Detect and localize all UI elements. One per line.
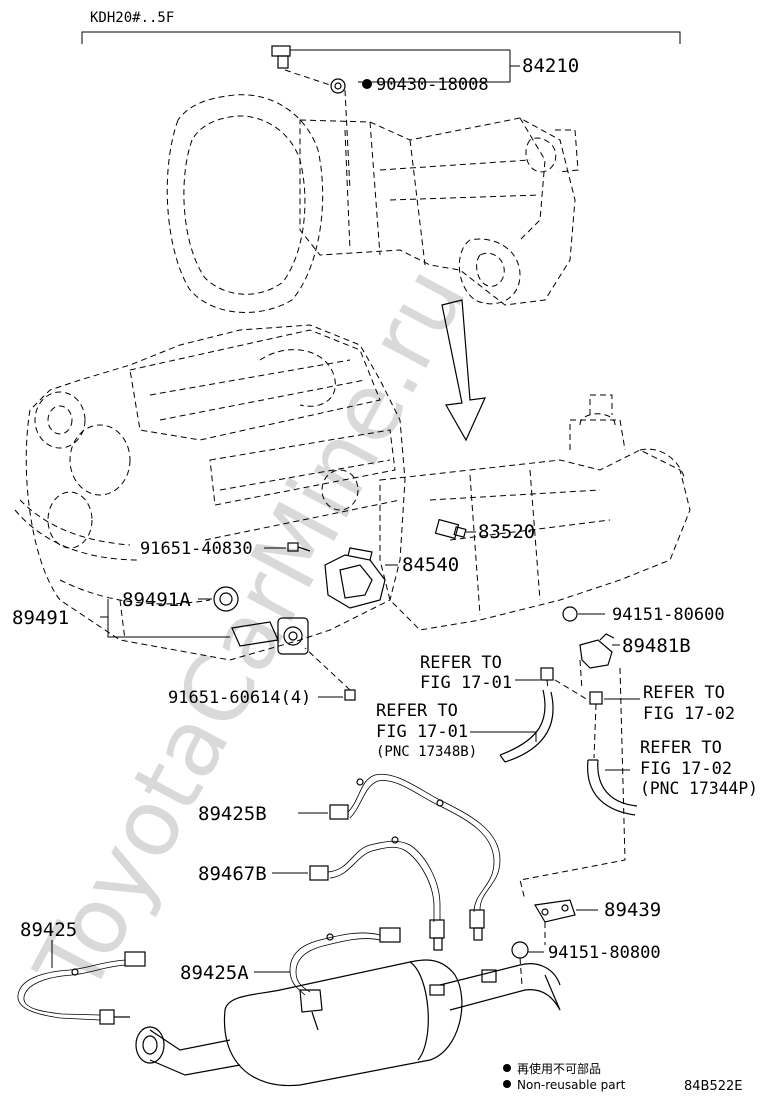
label-89481B: 89481B (622, 635, 691, 657)
part-83520 (434, 518, 467, 540)
watermark-text: ToyotaCarMine.ru (14, 250, 486, 1011)
part-89481B (579, 633, 615, 669)
label-94151-80600: 94151-80600 (612, 605, 725, 625)
part-89491A (213, 586, 239, 612)
label-89439: 89439 (604, 899, 661, 921)
legend: 再使用不可部品 Non-reusable part 84B522E (503, 1061, 743, 1094)
legend-dot-2 (503, 1080, 511, 1088)
ref2-line2: FIG 17-01 (376, 722, 468, 742)
leader-ref-2 (470, 731, 537, 742)
legend-line-2: Non-reusable part (517, 1078, 626, 1092)
hose-fittings (499, 659, 638, 816)
label-83520: 83520 (478, 521, 535, 543)
part-94151-80800 (511, 941, 529, 986)
ref4-line2: FIG 17-02 (640, 759, 732, 779)
label-89467B: 89467B (198, 863, 267, 885)
ref2-line3: (PNC 17348B) (376, 744, 477, 760)
ref1-line1: REFER TO (420, 653, 502, 673)
part-84540 (324, 547, 386, 609)
model-code: KDH20#..5F (90, 10, 174, 26)
legend-line-1: 再使用不可部品 (517, 1061, 601, 1076)
transmission-drawing (166, 45, 579, 313)
ref2-line1: REFER TO (376, 701, 458, 721)
label-89491A: 89491A (122, 589, 191, 611)
callout-labels: 84210 90430-18008 83520 91651-40830 8454… (12, 55, 725, 984)
label-89425: 89425 (20, 919, 77, 941)
rear-transmission-drawing (379, 394, 691, 631)
ref4-line1: REFER TO (640, 738, 722, 758)
label-84540: 84540 (402, 554, 459, 576)
part-89425 (17, 951, 146, 1025)
part-91651-60614 (304, 647, 356, 701)
leader-84210 (290, 49, 520, 83)
part-94151-80600 (562, 606, 578, 622)
label-94151-80800: 94151-80800 (548, 943, 661, 963)
engine-drawing (14, 324, 406, 661)
part-89491 (231, 617, 309, 655)
assembly-arrow (441, 299, 486, 442)
header-bracket (81, 31, 681, 44)
part-91651-40830 (287, 542, 311, 552)
ref1-line2: FIG 17-01 (420, 673, 512, 693)
ref3-line2: FIG 17-02 (643, 704, 735, 724)
part-89425B (329, 773, 501, 941)
part-89467B (309, 836, 445, 951)
guide-line (519, 667, 626, 901)
watermark: ToyotaCarMine.ru (14, 250, 486, 1011)
part-89425A (289, 927, 401, 1031)
legend-dot-1 (503, 1064, 511, 1072)
ref3-line1: REFER TO (643, 683, 725, 703)
label-91651-60614: 91651-60614(4) (168, 688, 311, 708)
leader-89491 (100, 599, 230, 638)
label-84210: 84210 (522, 55, 579, 77)
label-90430-18008: 90430-18008 (376, 75, 489, 95)
header: KDH20#..5F (81, 10, 681, 44)
reference-notes: REFER TO FIG 17-01 REFER TO FIG 17-01 (P… (376, 653, 758, 799)
label-91651-40830: 91651-40830 (140, 539, 253, 559)
label-89425A: 89425A (180, 962, 249, 984)
label-89425B: 89425B (198, 803, 267, 825)
label-89491: 89491 (12, 607, 69, 629)
non-reusable-dot (362, 79, 372, 89)
figure-code: 84B522E (684, 1079, 743, 1094)
part-89439 (534, 899, 576, 945)
exhaust-drawing (135, 959, 561, 1087)
ref4-line3: (PNC 17344P) (640, 779, 758, 799)
